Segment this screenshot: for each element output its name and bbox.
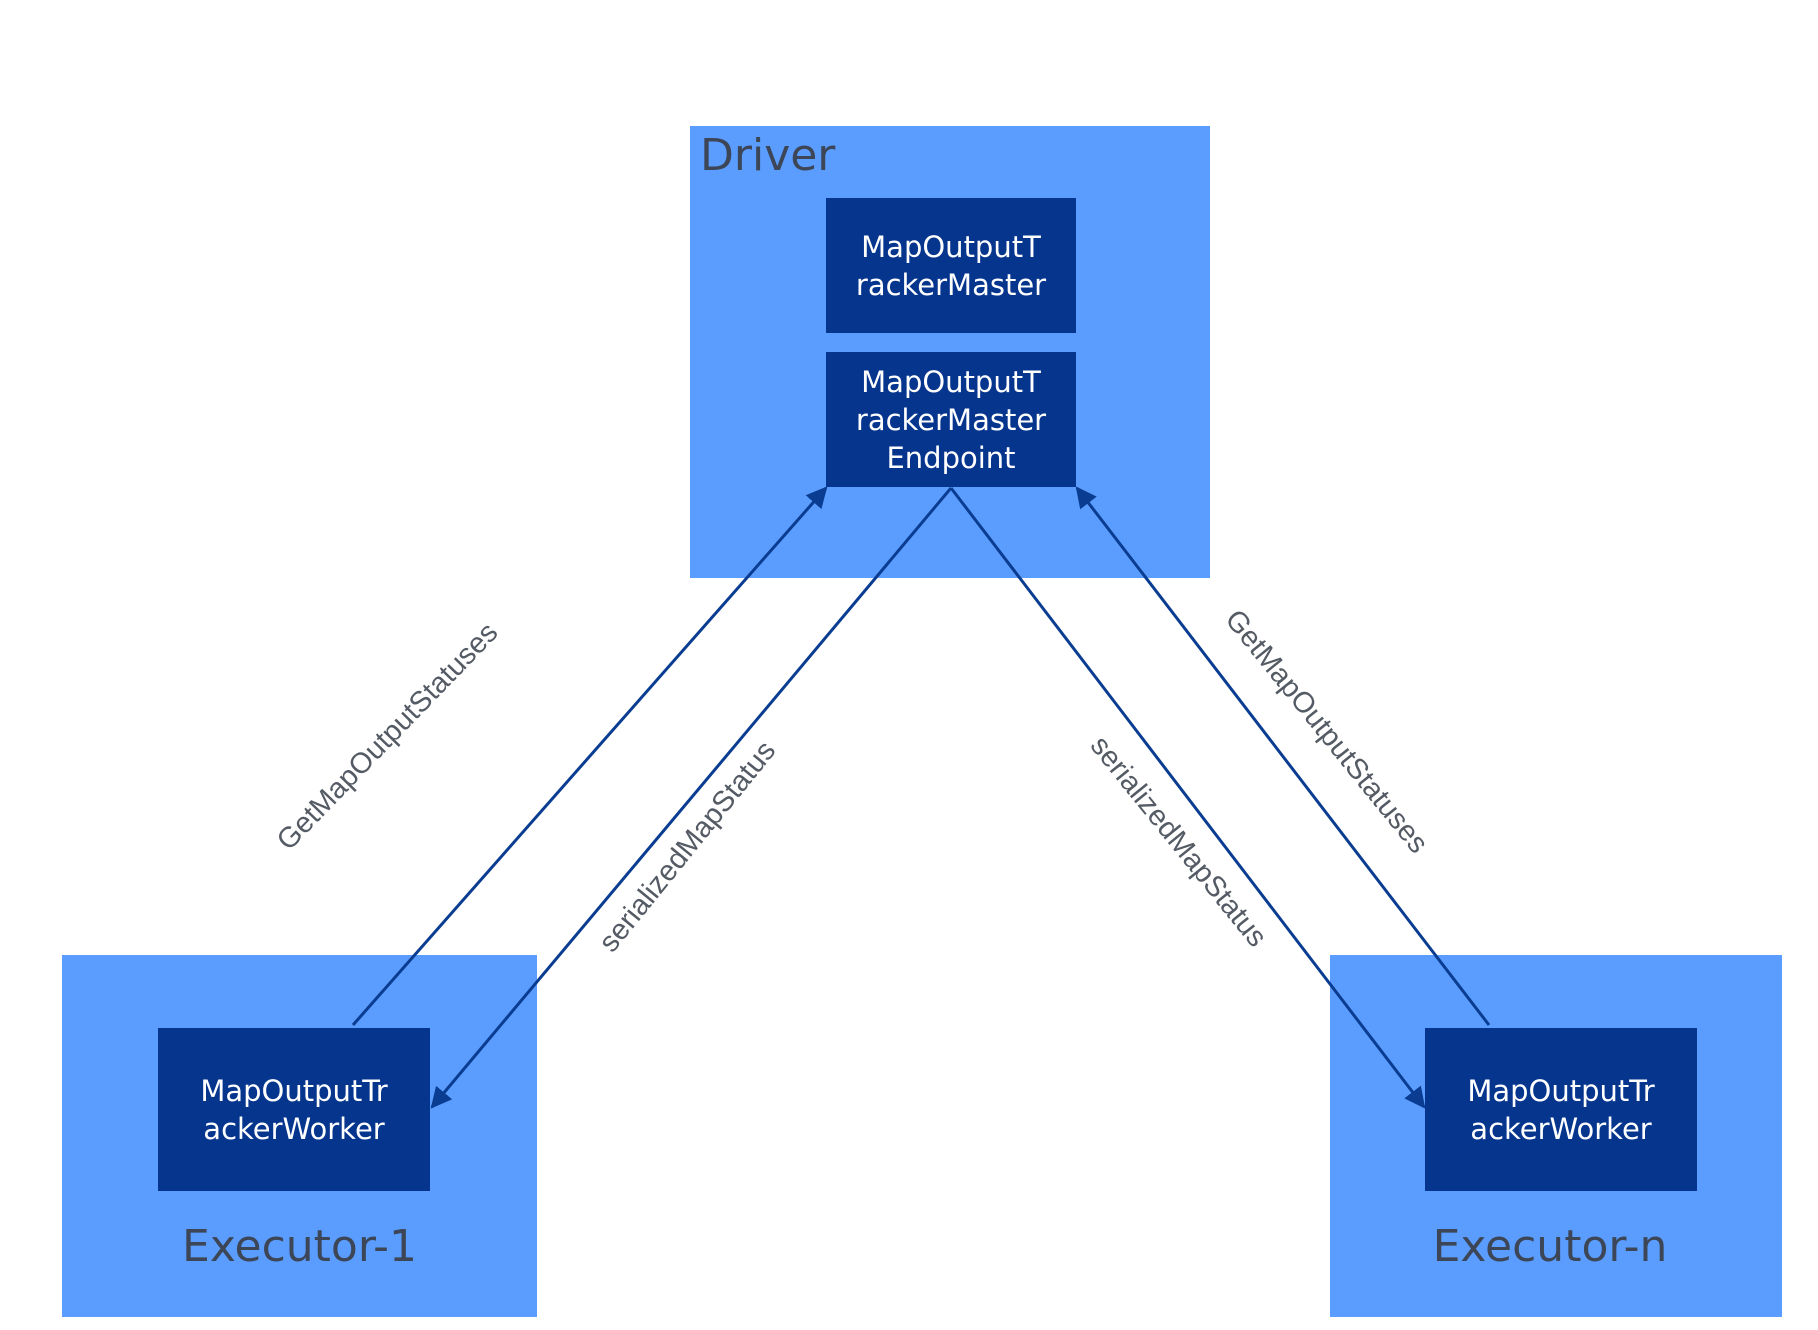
edge-executor-n-to-endpoint	[1075, 486, 1491, 1026]
driver-label: Driver	[700, 130, 836, 181]
executor-n-tracker-worker-node: MapOutputTr ackerWorker	[1425, 1028, 1697, 1191]
executor-1-container: Executor-1	[62, 955, 537, 1317]
executor-n-worker-line-2: ackerWorker	[1470, 1111, 1652, 1146]
executor-1-worker-line-2: ackerWorker	[203, 1111, 385, 1146]
edge-executor-1-to-endpoint	[351, 486, 828, 1026]
executor-n-label: Executor-n	[1432, 1221, 1668, 1272]
endpoint-line-2: rackerMaster	[855, 402, 1047, 437]
executor-n-worker-line-1: MapOutputTr	[1467, 1073, 1655, 1108]
map-output-tracker-master-node: MapOutputT rackerMaster	[826, 198, 1076, 333]
endpoint-line-1: MapOutputT	[861, 364, 1041, 399]
endpoint-line-3: Endpoint	[886, 440, 1016, 475]
edge-endpoint-to-executor-n	[949, 487, 1426, 1109]
executor-1-label: Executor-1	[182, 1221, 417, 1272]
executor-1-worker-line-1: MapOutputTr	[200, 1073, 388, 1108]
map-output-tracker-master-endpoint-node: MapOutputT rackerMaster Endpoint	[826, 352, 1076, 487]
tracker-master-line-1: MapOutputT	[861, 229, 1041, 264]
tracker-master-line-2: rackerMaster	[855, 267, 1047, 302]
executor-1-tracker-worker-node: MapOutputTr ackerWorker	[158, 1028, 430, 1191]
edge-endpoint-to-executor-1	[430, 487, 953, 1109]
